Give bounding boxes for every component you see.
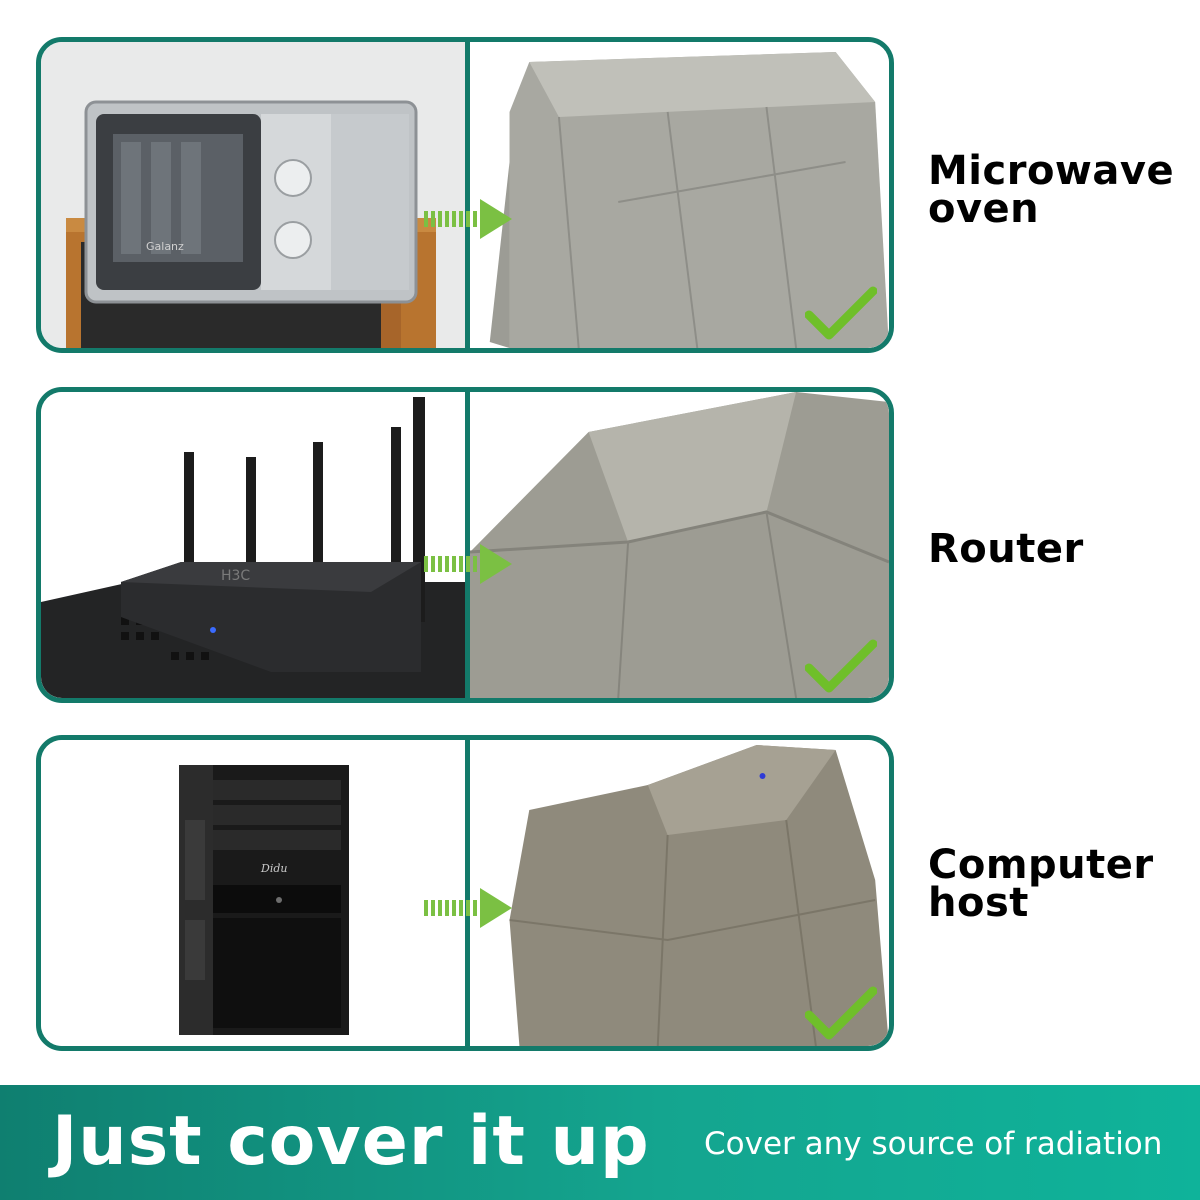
bottom-banner: [0, 1085, 1200, 1200]
row-label-line1: Computer: [928, 842, 1154, 888]
banner-subtitle: Cover any source of radiation: [704, 1126, 1163, 1162]
row-label-router: Router: [928, 526, 1084, 572]
covered-microwave-image: [470, 42, 889, 348]
row-label-line1: Router: [928, 526, 1084, 572]
row-label-line2: host: [928, 880, 1029, 926]
router-brand-text: H3C: [221, 568, 250, 584]
arrow-right-icon: [424, 888, 512, 928]
row-label-microwave: Microwave oven: [928, 148, 1175, 232]
computer-tower-image: Didu: [41, 740, 465, 1046]
checkmark-icon: [805, 639, 877, 693]
comparison-row-router: H3C: [36, 387, 894, 703]
microwave-image: Galanz: [41, 42, 465, 348]
row-label-computer: Computer host: [928, 842, 1154, 926]
microwave-brand-text: Galanz: [146, 240, 184, 253]
row-divider: [465, 392, 470, 698]
covered-router-image: [470, 392, 889, 698]
checkmark-icon: [805, 986, 877, 1040]
row-label-line2: oven: [928, 186, 1040, 232]
router-image: H3C: [41, 392, 465, 698]
arrow-right-icon: [424, 544, 512, 584]
computer-brand-text: Didu: [260, 862, 287, 875]
comparison-row-microwave: Galanz: [36, 37, 894, 353]
row-label-line1: Microwave: [928, 148, 1175, 194]
banner-title: Just cover it up: [52, 1102, 650, 1181]
covered-computer-image: [470, 740, 889, 1046]
row-divider: [465, 42, 470, 348]
arrow-right-icon: [424, 199, 512, 239]
comparison-row-computer: Didu: [36, 735, 894, 1051]
row-divider: [465, 740, 470, 1046]
checkmark-icon: [805, 286, 877, 340]
